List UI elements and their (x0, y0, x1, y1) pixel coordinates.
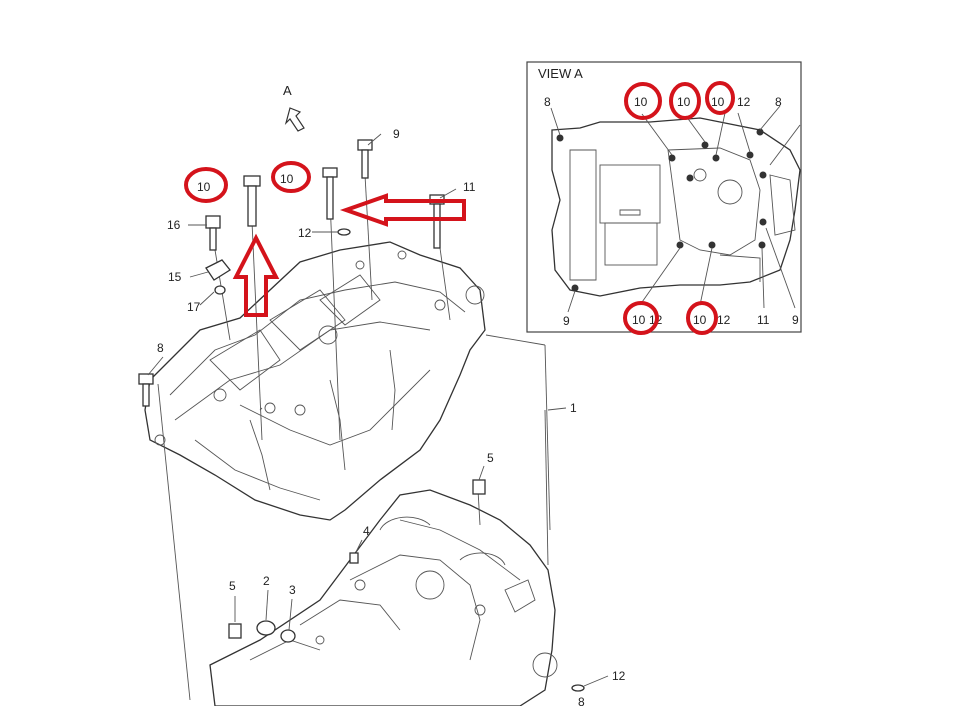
inset-callout-8a: 8 (544, 95, 551, 109)
callout-8: 8 (157, 341, 164, 355)
washer-12b (571, 684, 585, 692)
callout-2: 2 (263, 574, 270, 588)
leader-lines (157, 174, 551, 701)
inset-callout-8b: 8 (775, 95, 782, 109)
view-a-arrow (284, 107, 305, 132)
inset-callout-11: 11 (757, 313, 770, 327)
callout-ticks (147, 133, 609, 687)
highlight-circle-10b (271, 161, 311, 193)
lower-crankcase (209, 489, 558, 707)
oring-17 (214, 285, 226, 295)
callout-11: 11 (463, 180, 476, 194)
inset-title: VIEW A (538, 66, 583, 81)
pin-4 (349, 552, 359, 564)
callout-1: 1 (570, 401, 577, 415)
bracket-15 (205, 259, 231, 281)
callout-8b: 8 (578, 695, 585, 706)
highlight-arrow-up (232, 233, 280, 317)
inset-callout-10e: 10 (693, 313, 707, 327)
view-a-label: A (283, 83, 292, 98)
bolt-10b (322, 167, 338, 220)
washer-12 (337, 228, 351, 236)
bolt-16 (205, 215, 221, 251)
bolt-9 (357, 139, 373, 179)
bolt-10a (243, 175, 261, 227)
callout-9: 9 (393, 127, 400, 141)
dowel-5a (472, 479, 486, 495)
highlight-circle-inset-10c (705, 81, 735, 115)
inset-callout-10c: 10 (711, 95, 725, 109)
inset-callout-10b: 10 (677, 95, 691, 109)
inset-callout-12a: 12 (737, 95, 751, 109)
highlight-circle-inset-10d (623, 301, 659, 335)
dowel-2 (256, 620, 276, 636)
inset-callout-10d: 10 (632, 313, 646, 327)
callout-3: 3 (289, 583, 296, 597)
callout-10a: 10 (197, 180, 211, 194)
inset-callout-12c: 12 (717, 313, 731, 327)
inset-callout-9b: 9 (792, 313, 799, 327)
view-a-inset: VIEW A (526, 61, 802, 335)
callout-5a: 5 (487, 451, 494, 465)
callout-4: 4 (363, 524, 370, 538)
inset-callout-10a: 10 (634, 95, 648, 109)
highlight-circle-inset-10a (624, 82, 662, 120)
callout-labels: 1 2 3 4 5 5 8 8 9 10 10 11 12 12 15 16 1… (157, 127, 626, 709)
bolt-8 (138, 373, 154, 407)
oring-3 (280, 629, 296, 643)
inset-bolt-holes (556, 128, 767, 292)
callout-17: 17 (187, 300, 201, 314)
callout-12a: 12 (298, 226, 312, 240)
callout-16: 16 (167, 218, 181, 232)
highlight-arrow-left (339, 193, 466, 227)
inset-callout-9a: 9 (563, 314, 570, 328)
highlight-circle-inset-10b (669, 82, 701, 120)
callout-12b: 12 (612, 669, 626, 683)
highlight-circle-inset-10e (686, 301, 718, 335)
inset-leaders (550, 105, 801, 313)
dowel-5b (228, 623, 242, 639)
upper-crankcase (144, 241, 486, 521)
callout-15: 15 (168, 270, 182, 284)
highlights-main (184, 161, 466, 317)
callout-10b: 10 (280, 172, 294, 186)
callout-5b: 5 (229, 579, 236, 593)
highlight-circle-10a (184, 167, 228, 203)
